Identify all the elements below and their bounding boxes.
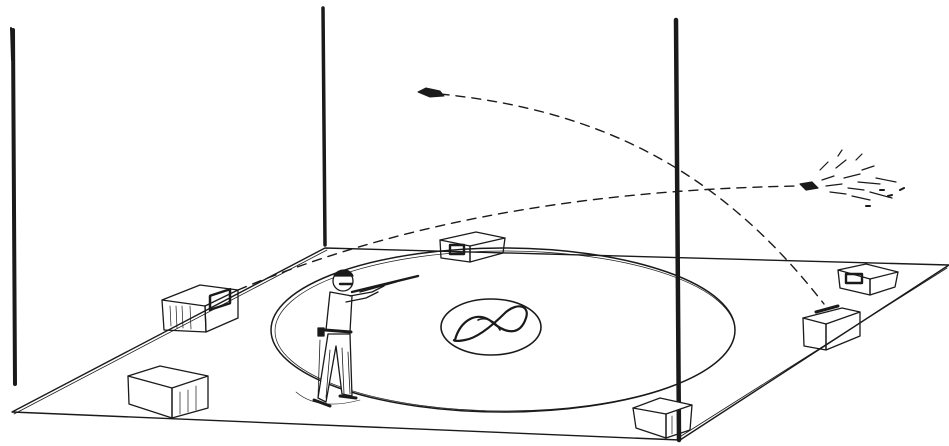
pole-front-right <box>673 17 682 443</box>
shooting-circle-stroke <box>274 250 736 412</box>
center-marker <box>440 298 542 356</box>
shooter <box>295 269 420 408</box>
crate-front-center <box>632 397 693 439</box>
clay-trajectories <box>237 93 825 305</box>
trajectory-right <box>439 93 825 305</box>
poles <box>10 6 682 443</box>
trap-house-left <box>161 284 239 333</box>
trap-house-right-lower <box>802 304 861 351</box>
clay-target-icon <box>417 87 445 98</box>
trajectory-left <box>237 185 801 291</box>
shotgun-icon <box>350 274 420 294</box>
crate-front-left <box>127 365 209 419</box>
clay-burst-icon <box>799 149 905 207</box>
pole-back <box>321 6 327 247</box>
trap-house-back <box>439 231 506 263</box>
trap-house-right-upper <box>837 263 899 296</box>
pole-left <box>11 28 17 386</box>
